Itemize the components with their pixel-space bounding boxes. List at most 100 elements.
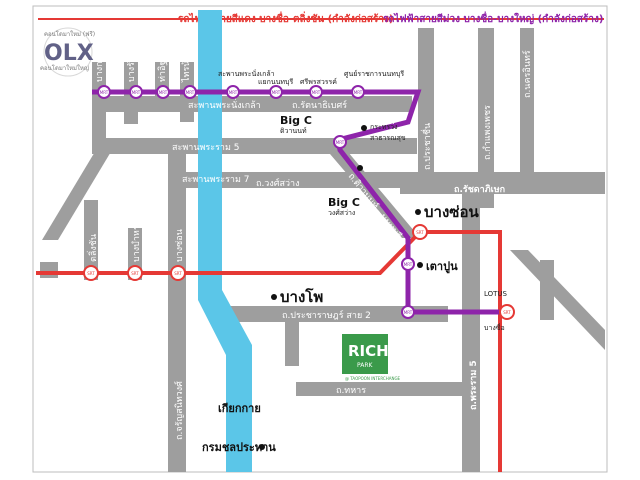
mrt-station[interactable]: MRT — [97, 85, 111, 99]
legend: รถไฟฟ้าสายสีแดง บางซื่อ-ตลิ่งชัน (กำลังก… — [38, 11, 604, 25]
station-marker-label: MRT — [354, 90, 363, 95]
place-ministry-sub: สาธารณสุข — [370, 134, 406, 142]
mrt-station[interactable]: MRT — [129, 85, 143, 99]
road-label-rama5: ถ.พระราม 5 — [469, 360, 479, 410]
watermark-circle — [43, 27, 93, 77]
red-stations: SRT SRT SRT SRT SRT — [83, 224, 515, 320]
place-bigc-wongsawang-sub: วงศ์สว่าง — [328, 209, 355, 217]
station-marker-label: SRT — [87, 271, 95, 276]
station-marker-label: MRT — [312, 90, 321, 95]
road-ratanathibet — [92, 96, 412, 112]
place-kiakkai: เกียกกาย — [218, 402, 261, 415]
station-marker-label: MRT — [404, 262, 413, 267]
project-name2: PARK — [357, 362, 374, 369]
road-kamphaengphet — [478, 28, 494, 208]
road-bangpho-stub — [285, 306, 299, 366]
project-tagline: @ TAOPOON INTERCHANGE — [345, 376, 401, 381]
road-rama5 — [462, 190, 480, 472]
road-label-talingchan: ตลิ่งชัน — [86, 234, 99, 262]
road-ratchadaphisek — [400, 178, 605, 194]
project-name: RICH — [348, 342, 389, 360]
road-label-bangrakyai: บางรักใหญ่ — [126, 38, 137, 82]
road-label-saphan-rama7: สะพานพระราม 7 — [182, 175, 249, 185]
place-lotus: LOTUS — [484, 290, 508, 298]
watermark-line1: คอนโดมาใหม่ (ฟรี) — [44, 30, 95, 38]
mrt-station[interactable]: MRT — [309, 85, 323, 99]
srt-station[interactable]: SRT — [127, 265, 143, 281]
mrt-station[interactable]: MRT — [401, 257, 415, 271]
road-label-charansanitwong: ถ.จรัญสนิทวงศ์ — [173, 381, 185, 440]
project-logo[interactable]: RICH PARK @ TAOPOON INTERCHANGE — [342, 334, 401, 381]
station-marker-label: SRT — [131, 271, 139, 276]
srt-station[interactable]: SRT — [499, 304, 515, 320]
project-logo-box — [342, 334, 388, 374]
road-label-wongsawang: ถ.วงศ์สว่าง — [256, 177, 299, 189]
road-label-thaitit: ท่าอิฐ — [157, 61, 168, 82]
station-marker-label: SRT — [416, 230, 424, 235]
mrt-station[interactable]: MRT — [269, 85, 283, 99]
mrt-station[interactable]: MRT — [401, 305, 415, 319]
roads — [40, 28, 605, 472]
legend-purple-label: รถไฟฟ้าสายสีม่วง บางซื่อ-บางใหญ่ (กำลังก… — [383, 11, 603, 25]
mrt-station[interactable]: MRT — [333, 135, 347, 149]
road-lower-left-diag — [42, 150, 112, 240]
road-label-prachaharat-sai2: ถ.ประชาราษฎร์ สาย 2 — [282, 309, 371, 321]
chonprathan-dot — [259, 444, 265, 450]
station-marker-label: MRT — [404, 310, 413, 315]
place-bangsue: บางซื่อ — [484, 323, 505, 332]
road-label-saphan-rama5: สะพานพระราม 5 — [172, 143, 239, 153]
road-stub — [40, 262, 58, 278]
road-label-bangbamru: บางบำหรุ — [131, 225, 142, 262]
road-label-tiwanon: ถ.ติวานนท์ — [352, 115, 395, 127]
purple-stations: MRT MRT MRT MRT MRT MRT MRT MRT MRT MRT … — [97, 85, 415, 319]
place-taopoon: เตาปูน — [426, 260, 458, 274]
station-marker-label: SRT — [174, 271, 182, 276]
road-saphan-rama5 — [92, 138, 417, 154]
mrt-station[interactable]: MRT — [156, 85, 170, 99]
station-label: ศรีพรสวรรค์ — [300, 78, 337, 86]
station-marker-label: MRT — [229, 90, 238, 95]
station-marker-label: MRT — [186, 90, 195, 95]
legend-red-label: รถไฟฟ้าสายสีแดง บางซื่อ-ตลิ่งชัน (กำลังก… — [178, 11, 393, 25]
mrt-station[interactable]: MRT — [351, 85, 365, 99]
station-label: ศูนย์ราชการนนทบุรี — [344, 70, 404, 78]
station-marker-label: MRT — [272, 90, 281, 95]
place-ministry: กระทรวง — [370, 123, 397, 131]
station-label: สะพานพระนั่งเกล้า — [218, 69, 275, 78]
station-label: แยกนนทบุรี — [258, 78, 293, 86]
station-marker-label: MRT — [336, 140, 345, 145]
srt-station[interactable]: SRT — [412, 224, 428, 240]
road-thahan — [296, 382, 464, 396]
road-prachachuen — [418, 28, 434, 193]
station-marker-label: MRT — [159, 90, 168, 95]
srt-station[interactable]: SRT — [170, 265, 186, 281]
place-bangson: บางซ่อน — [424, 203, 479, 221]
station-marker-label: SRT — [503, 310, 511, 315]
bangson-dot — [415, 209, 421, 215]
road-right-stub — [540, 260, 554, 320]
place-bigc-wongsawang: Big C — [328, 196, 360, 209]
ministry-dot — [361, 125, 367, 131]
place-bigc-tiwanon-sub: ติวานนท์ — [280, 127, 307, 135]
watermark: OLX คอนโดมาใหม่ (ฟรี) คอนโดมาใหม่ใหญ่ — [40, 27, 95, 77]
watermark-line2: คอนโดมาใหม่ใหญ่ — [40, 64, 89, 72]
road-label-prachachuen: ถ.ประชาชื่น — [420, 123, 433, 170]
mrt-station[interactable]: MRT — [226, 85, 240, 99]
road-charansanitwong — [168, 150, 186, 472]
mrt-station[interactable]: MRT — [183, 85, 197, 99]
station-labels: สะพานพระนั่งเกล้า แยกนนทบุรี ศรีพรสวรรค์… — [218, 69, 404, 86]
station-marker-label: MRT — [100, 90, 109, 95]
watermark-logo: OLX — [44, 41, 94, 66]
chao-phraya-river — [198, 10, 252, 472]
road-label-kamphaengphet: ถ.กำแพงเพชร — [482, 105, 493, 160]
road-right-diag — [510, 250, 605, 350]
place-bangpho: บางโพ — [280, 287, 323, 306]
road-label-ratchadaphisek: ถ.รัชดาภิเษก — [454, 184, 505, 195]
road-label-nakhonin: ถ.นครอินทร์ — [521, 50, 533, 98]
srt-station[interactable]: SRT — [83, 265, 99, 281]
road-talingchan — [84, 200, 98, 280]
road-label-bangson-road: บางซ่อน — [175, 229, 185, 262]
road-label-bangkruai: บางกรวย — [95, 46, 105, 82]
bangpho-dot — [271, 294, 277, 300]
road-prachaharat-sai2 — [218, 306, 448, 322]
